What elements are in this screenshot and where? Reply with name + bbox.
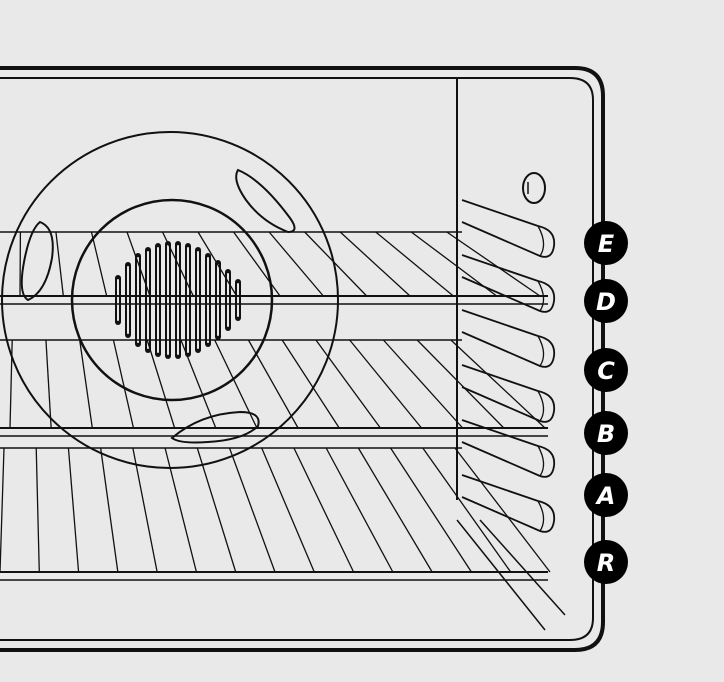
shelf-level-label: E <box>598 230 615 258</box>
shelf-wire <box>423 448 511 572</box>
shelf-wire <box>230 448 276 572</box>
fan-grille <box>118 244 238 356</box>
shelf-wire <box>305 232 367 296</box>
shelf-level-marker-d: D <box>584 279 628 323</box>
shelf-wire <box>391 448 472 572</box>
shelf-wire <box>417 340 504 428</box>
shelf-level-marker-r: R <box>584 540 628 584</box>
shelf-wire <box>0 448 4 572</box>
shelf-wire <box>68 448 78 572</box>
shelf-wire <box>294 448 354 572</box>
oven-inner-frame <box>0 78 593 640</box>
shelf-runner <box>462 310 554 367</box>
fan-vent-left <box>22 222 53 300</box>
shelf-markers: E D C B A R <box>584 221 628 584</box>
shelf-runner-edge <box>538 501 544 531</box>
shelf-runner-edge <box>538 446 544 476</box>
shelf-level-label: D <box>596 288 616 316</box>
shelf-wire <box>451 340 545 428</box>
shelf-level-marker-c: C <box>584 348 628 392</box>
shelf-level-label: B <box>597 420 615 448</box>
shelf-wire <box>376 232 454 296</box>
shelf-wire <box>197 448 235 572</box>
shelf-level-marker-b: B <box>584 411 628 455</box>
shelf-runner-edge <box>538 226 544 256</box>
shelf-wire <box>447 232 540 296</box>
shelf-wire <box>181 340 216 428</box>
shelf-runner-edge <box>538 336 544 366</box>
shelf-wire <box>56 232 63 296</box>
shelf-wire <box>262 448 315 572</box>
shelf-level-label: C <box>597 357 615 385</box>
shelf-wire <box>101 448 118 572</box>
shelf-wire <box>91 232 106 296</box>
shelf-wire <box>269 232 323 296</box>
shelf-wire <box>316 340 380 428</box>
shelf-runner <box>462 200 554 257</box>
shelf-wire <box>358 448 432 572</box>
shelf-level-label: A <box>595 482 616 510</box>
shelf-wire <box>36 448 39 572</box>
shelf-layer <box>0 232 550 580</box>
shelf-runners <box>462 200 554 532</box>
shelf-wire <box>383 340 462 428</box>
shelf-wire <box>455 448 550 572</box>
shelf-wire <box>340 232 410 296</box>
shelf-level-label: R <box>597 549 615 577</box>
shelf-runner-edge <box>538 391 544 421</box>
oven-lamp <box>523 173 545 203</box>
shelf-level-marker-e: E <box>584 221 628 265</box>
shelf-level-marker-a: A <box>584 473 628 517</box>
fan-inner-ring <box>72 200 272 400</box>
cavity-floor-edge-1 <box>457 520 545 630</box>
shelf-wire <box>350 340 422 428</box>
shelf-wire <box>326 448 393 572</box>
